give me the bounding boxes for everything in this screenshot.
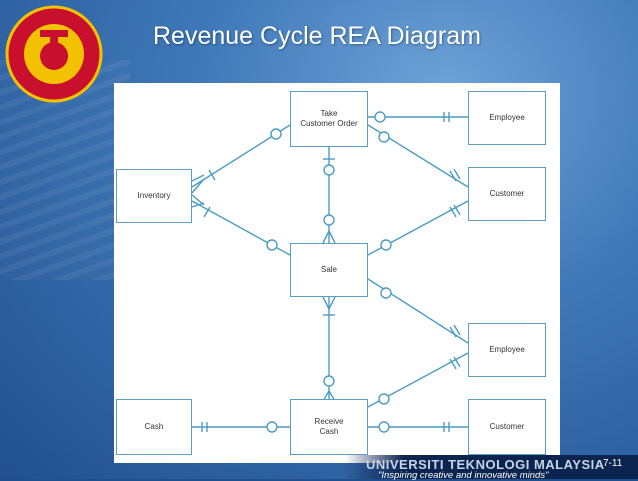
entity-take-customer-order: Take Customer Order (290, 91, 368, 147)
slide-number: 7-11 (603, 458, 623, 469)
footer-slogan: "Inspiring creative and innovative minds… (378, 470, 549, 481)
entity-cash: Cash (116, 399, 192, 455)
university-logo (5, 5, 103, 103)
footer-university: UNIVERSITI TEKNOLOGI MALAYSIA (366, 457, 605, 472)
footer-band (345, 455, 638, 479)
entity-customer-top: Customer (468, 167, 546, 221)
entity-sale: Sale (290, 243, 368, 297)
entity-customer-bottom: Customer (468, 399, 546, 455)
entity-receive-cash: Receive Cash (290, 399, 368, 455)
entity-employee-bottom: Employee (468, 323, 546, 377)
rea-diagram: Take Customer Order Employee Inventory C… (114, 83, 560, 463)
entity-inventory: Inventory (116, 169, 192, 223)
relationship-lines (191, 111, 469, 433)
slide-title: Revenue Cycle REA Diagram (153, 22, 481, 50)
entity-employee-top: Employee (468, 91, 546, 145)
